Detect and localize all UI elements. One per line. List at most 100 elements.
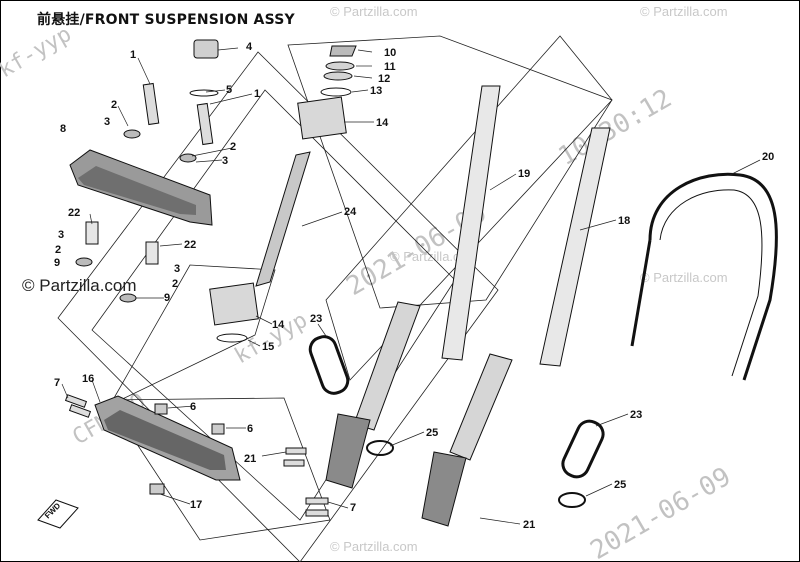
callout-label: 22: [68, 207, 80, 219]
callout-label: 5: [226, 84, 232, 96]
guides-and-seals: [308, 335, 605, 508]
callout-label: 3: [222, 155, 228, 167]
cap-part-6: [154, 403, 168, 415]
partzilla-brand: © Partzilla.com: [22, 276, 137, 295]
callout-label: 9: [54, 257, 60, 269]
callout-label: 19: [518, 168, 530, 180]
guide-part-23: [308, 335, 350, 395]
callout-label: 2: [172, 278, 178, 290]
watermark-date: 2021-06-09: [586, 462, 737, 562]
guide-part-23: [561, 419, 605, 479]
watermark-operator: kf-yyp: [0, 22, 76, 83]
washer-part-9: [119, 293, 137, 303]
bolt-part-1: [196, 102, 214, 146]
callout-label: 25: [426, 427, 438, 439]
callout-label: 1: [130, 49, 136, 61]
callout-label: 22: [184, 239, 196, 251]
callout-label: 16: [82, 373, 94, 385]
leader-lines: [61, 47, 761, 525]
callout-label: 18: [618, 215, 630, 227]
washer-part-11: [325, 61, 355, 71]
callout-label: 3: [58, 229, 64, 241]
fork-lower: [353, 301, 421, 431]
callout-label: 14: [272, 319, 285, 331]
bolt-part-7: [305, 497, 329, 505]
callout-label: 14: [376, 117, 389, 129]
callout-label: 3: [104, 116, 110, 128]
bolt-part-1: [142, 82, 160, 126]
fork-tube-part-19: [441, 85, 501, 361]
fwd-badge: FWD: [37, 499, 79, 529]
callout-label: 1: [254, 88, 260, 100]
watermark-copyright: © Partzilla.com: [330, 4, 418, 19]
stem-tube-part-24: [255, 151, 311, 287]
part-callouts: 1 1 2 2 2 2 3 3 3 3 4 5 6 6 7 7 8 9 9 10…: [54, 41, 774, 531]
callout-label: 7: [350, 502, 356, 514]
o-ring-part-5: [189, 89, 219, 97]
watermark-copyright: © Partzilla.com: [640, 4, 728, 19]
callout-label: 15: [262, 341, 274, 353]
nut-part-4: [193, 39, 219, 59]
cap-part-17: [149, 483, 165, 495]
callout-label: 21: [244, 453, 256, 465]
callout-label: 21: [523, 519, 535, 531]
callout-label: 20: [762, 151, 774, 163]
bearing-part-14: [297, 96, 347, 140]
watermark-copyright: © Partzilla.com: [640, 270, 728, 285]
washer-part-2: [179, 153, 197, 163]
collar-part-22: [145, 241, 159, 265]
callout-label: 11: [384, 61, 396, 73]
bearing-part-14: [209, 282, 259, 326]
callout-label: 10: [384, 47, 396, 59]
callout-label: 2: [55, 244, 61, 256]
callout-label: 9: [164, 292, 170, 304]
seal-part-15: [216, 333, 248, 343]
bolt-part-7: [64, 394, 88, 408]
callout-label: 2: [111, 99, 117, 111]
seal-part-13: [320, 87, 352, 97]
fork-axle-lug: [421, 451, 467, 527]
bolt-part-7: [68, 404, 92, 418]
bottom-clamp: [64, 394, 329, 517]
washer-part-12: [323, 71, 353, 81]
watermark-copyright: © Partzilla.com: [390, 249, 478, 264]
callout-label: 24: [344, 206, 357, 218]
callout-label: 23: [310, 313, 322, 325]
watermark-copyright: © Partzilla.com: [330, 539, 418, 554]
callout-label: 2: [230, 141, 236, 153]
fork-leg-right: [421, 127, 611, 527]
callout-label: 6: [247, 423, 253, 435]
fork-axle-lug: [325, 413, 371, 489]
washer-part-9: [75, 257, 93, 267]
page-title: 前悬挂/FRONT SUSPENSION ASSY: [37, 12, 295, 28]
fork-leg-left: [325, 85, 501, 489]
callout-label: 4: [246, 41, 253, 53]
cap-part-6: [211, 423, 225, 435]
callout-label: 12: [378, 73, 390, 85]
washer-part-2: [123, 129, 141, 139]
seal-part-25: [366, 440, 394, 456]
callout-label: 23: [630, 409, 642, 421]
seal-part-25: [558, 492, 586, 508]
callout-label: 13: [370, 85, 382, 97]
bolt-part-21: [285, 447, 307, 455]
fork-tube-part-18: [539, 127, 611, 367]
upper-parts: [69, 39, 219, 303]
callout-label: 25: [614, 479, 626, 491]
nut-part-10: [329, 45, 357, 57]
bolt-part-21: [283, 459, 305, 467]
callout-label: 7: [54, 377, 60, 389]
watermark-time: 10:30:12: [554, 83, 677, 172]
callout-label: 17: [190, 499, 202, 511]
callout-label: 6: [190, 401, 196, 413]
top-clamp-shadow: [78, 166, 196, 215]
collar-part-22: [85, 221, 99, 245]
bolt-part-7: [305, 509, 329, 517]
fork-lower: [449, 353, 513, 461]
callout-label: 3: [174, 263, 180, 275]
steering-stem: [209, 45, 357, 343]
fork-brace-part-20: [630, 172, 778, 381]
callout-label: 8: [60, 123, 66, 135]
